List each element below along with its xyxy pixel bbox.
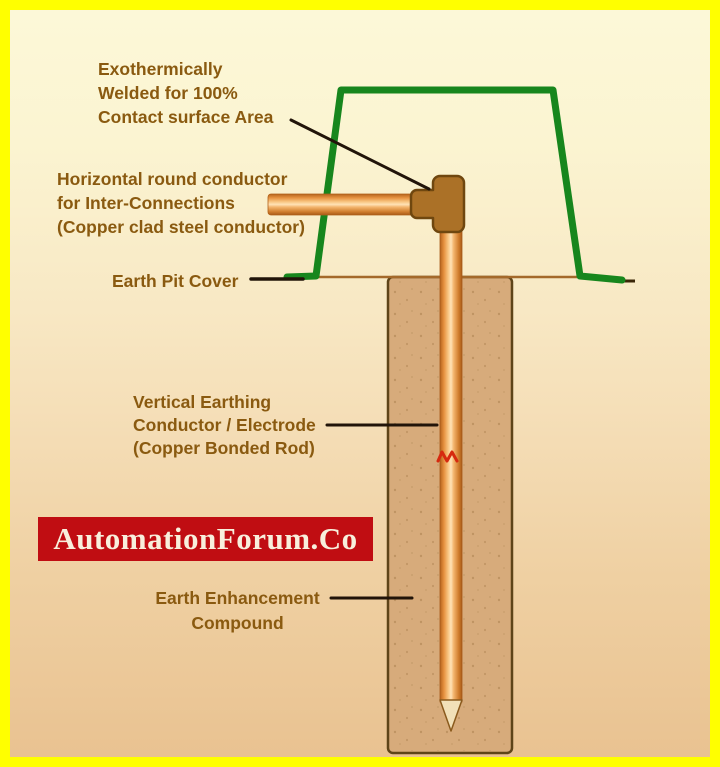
label-line: Vertical Earthing — [133, 392, 272, 412]
diagram-canvas: Exothermically Welded for 100% Contact s… — [10, 10, 710, 757]
earthing-diagram — [249, 86, 635, 755]
weld-joint — [409, 174, 466, 234]
earth-pit-cover-shape — [283, 86, 626, 284]
label-earth-pit-cover: Earth Pit Cover — [112, 269, 238, 293]
label-earth-enhancement: Earth Enhancement Compound — [140, 586, 335, 636]
label-line: Conductor / Electrode — [133, 415, 316, 435]
label-line: Horizontal round conductor — [57, 169, 288, 189]
label-line: Earth Pit Cover — [112, 271, 239, 291]
vertical-earthing-rod — [439, 223, 463, 703]
rod-tip — [439, 699, 463, 732]
label-line: (Copper clad steel conductor) — [57, 217, 305, 237]
leader-weld — [289, 118, 431, 191]
label-line: Contact surface Area — [98, 107, 274, 127]
label-vertical-conductor: Vertical Earthing Conductor / Electrode … — [133, 391, 316, 460]
weld-mark — [436, 450, 459, 463]
label-line: Compound — [191, 613, 284, 633]
watermark-banner: AutomationForum.Co — [38, 517, 373, 561]
label-line: Exothermically — [98, 59, 223, 79]
watermark-text: AutomationForum.Co — [53, 521, 358, 556]
label-horizontal-conductor: Horizontal round conductor for Inter-Con… — [57, 167, 305, 239]
label-line: Earth Enhancement — [155, 588, 320, 608]
label-line: (Copper Bonded Rod) — [133, 438, 315, 458]
label-exothermic-weld: Exothermically Welded for 100% Contact s… — [98, 57, 273, 129]
label-line: for Inter-Connections — [57, 193, 235, 213]
label-line: Welded for 100% — [98, 83, 238, 103]
